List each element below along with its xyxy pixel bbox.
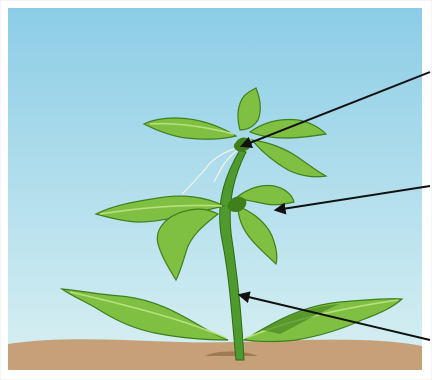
plant-illustration — [0, 0, 432, 380]
diagram-stage — [0, 0, 432, 380]
